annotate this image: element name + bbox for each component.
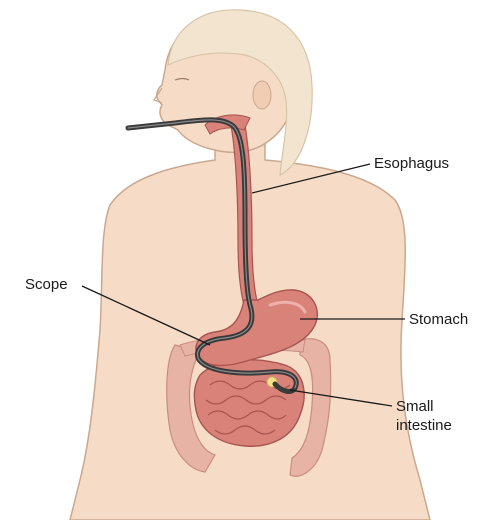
small-intestine-label-line2: intestine: [396, 417, 452, 435]
small-intestine-label-line1: Small: [396, 398, 434, 416]
scope-label: Scope: [25, 276, 68, 294]
ear: [253, 81, 271, 109]
esophagus-label: Esophagus: [374, 155, 449, 173]
stomach-label: Stomach: [409, 311, 468, 329]
